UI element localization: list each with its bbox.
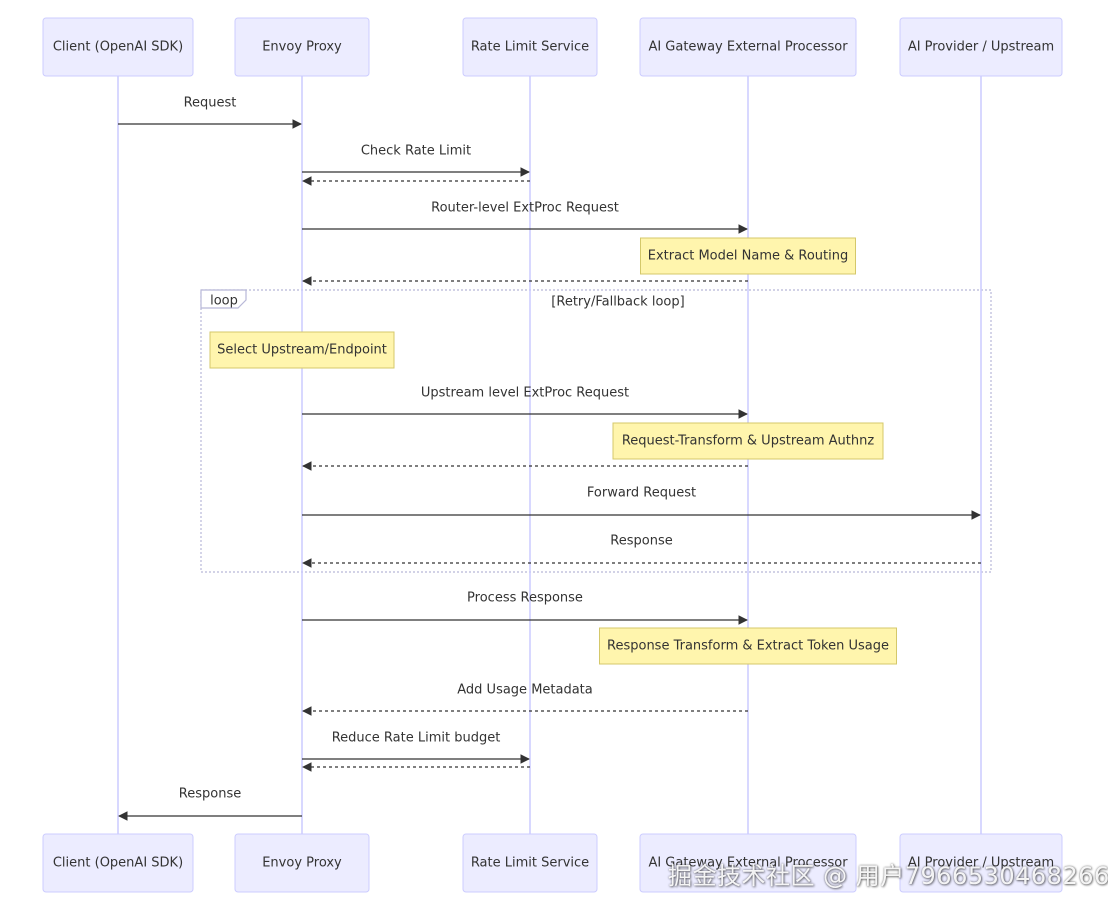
actor-provider-top: AI Provider / Upstream	[899, 17, 1063, 77]
message-8: Forward Request	[302, 486, 981, 520]
actor-label: AI Provider / Upstream	[908, 856, 1054, 871]
message-14: Response	[118, 787, 302, 821]
message-6: Upstream level ExtProc Request	[302, 386, 748, 419]
message-4: Router-level ExtProc Request	[302, 201, 748, 234]
actor-label: AI Gateway External Processor	[648, 856, 848, 871]
loop-label: [Retry/Fallback loop]	[551, 295, 684, 310]
note-2: Select Upstream/Endpoint	[209, 331, 395, 369]
actor-label: Rate Limit Service	[471, 856, 589, 871]
note-3: Request-Transform & Upstream Authnz	[612, 422, 884, 460]
loop-frame: loop [Retry/Fallback loop]	[200, 289, 992, 573]
actor-ratelimit-top: Rate Limit Service	[462, 17, 598, 77]
actor-client-bottom: Client (OpenAI SDK)	[42, 833, 194, 893]
message-label: Request	[184, 96, 237, 111]
actor-label: Rate Limit Service	[471, 40, 589, 55]
message-1: Request	[118, 96, 302, 129]
message-label: Forward Request	[587, 486, 696, 501]
message-11: Add Usage Metadata	[302, 683, 748, 716]
note-text: Extract Model Name & Routing	[648, 249, 848, 264]
actor-label: AI Gateway External Processor	[648, 40, 848, 55]
actor-label: Client (OpenAI SDK)	[53, 856, 183, 871]
actor-envoy-top: Envoy Proxy	[234, 17, 370, 77]
message-label: Process Response	[467, 591, 583, 606]
note-text: Select Upstream/Endpoint	[217, 343, 387, 358]
note-1: Extract Model Name & Routing	[640, 237, 856, 275]
actor-provider-bottom: AI Provider / Upstream	[899, 833, 1063, 893]
message-label: Response	[610, 534, 672, 549]
actor-label: AI Provider / Upstream	[908, 40, 1054, 55]
actor-label: Envoy Proxy	[262, 856, 342, 871]
message-2: Check Rate Limit	[302, 144, 530, 177]
message-label: Add Usage Metadata	[457, 683, 593, 698]
actor-envoy-bottom: Envoy Proxy	[234, 833, 370, 893]
actor-client-top: Client (OpenAI SDK)	[42, 17, 194, 77]
message-label: Upstream level ExtProc Request	[421, 386, 629, 401]
message-label: Check Rate Limit	[361, 144, 471, 159]
message-label: Reduce Rate Limit budget	[332, 731, 501, 746]
loop-keyword: loop	[210, 294, 238, 309]
watermark-text: 掘金技术社区 @ 用户7966530468266	[668, 862, 1108, 890]
note-text: Response Transform & Extract Token Usage	[607, 639, 889, 654]
message-9: Response	[302, 534, 981, 568]
actor-extproc-top: AI Gateway External Processor	[639, 17, 857, 77]
note-4: Response Transform & Extract Token Usage	[599, 627, 897, 665]
message-label: Router-level ExtProc Request	[431, 201, 619, 216]
actor-label: Client (OpenAI SDK)	[53, 40, 183, 55]
loop-tag	[200, 289, 247, 309]
note-text: Request-Transform & Upstream Authnz	[622, 434, 875, 449]
actor-ratelimit-bottom: Rate Limit Service	[462, 833, 598, 893]
message-10: Process Response	[302, 591, 748, 625]
actor-extproc-bottom: AI Gateway External Processor	[639, 833, 857, 893]
message-12: Reduce Rate Limit budget	[302, 731, 530, 764]
message-label: Response	[179, 787, 241, 802]
actor-label: Envoy Proxy	[262, 40, 342, 55]
